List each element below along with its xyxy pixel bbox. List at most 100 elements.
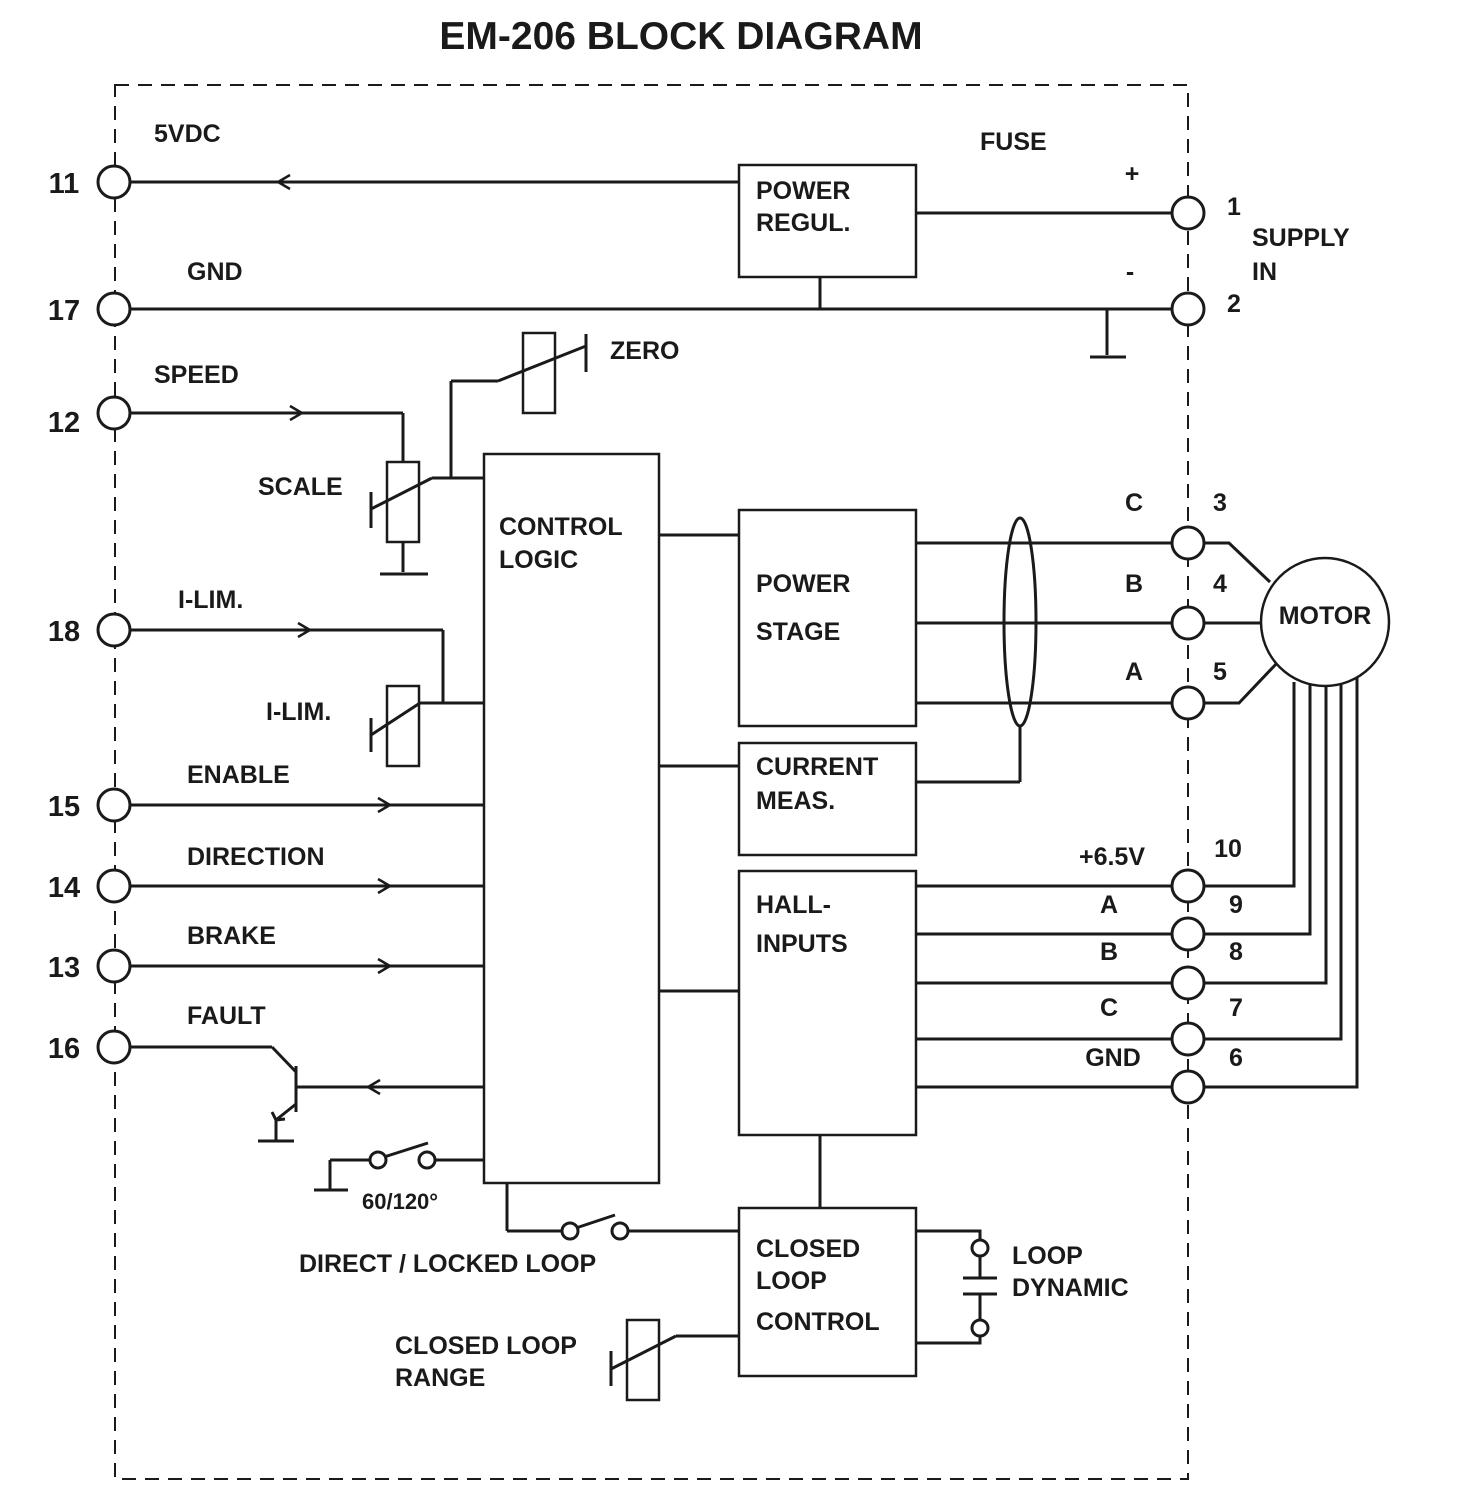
power-regul-label-2: REGUL. (756, 209, 850, 237)
closed-loop-label-2: LOOP (756, 1267, 827, 1295)
control-logic-label-1: CONTROL (499, 513, 623, 541)
label-scale: SCALE (258, 473, 343, 501)
label-phase-b: B (1125, 570, 1143, 598)
pin-number-16: 16 (48, 1033, 80, 1065)
pin-number-14: 14 (48, 872, 80, 904)
pin-number-8: 8 (1229, 938, 1243, 966)
pin-number-13: 13 (48, 952, 80, 984)
terminal-10 (1170, 868, 1206, 904)
left-pin-labels: 11 5VDC 17 GND 12 SPEED 18 I-LIM. 15 ENA… (48, 120, 325, 1065)
closed-loop-label-3: CONTROL (756, 1308, 880, 1336)
hall-inputs-label-2: INPUTS (756, 930, 848, 958)
label-phase-a: A (1125, 658, 1143, 686)
power-regul-label-1: POWER (756, 177, 850, 205)
label-dynamic: DYNAMIC (1012, 1274, 1129, 1302)
terminal-17 (96, 291, 132, 327)
module-boundary (114, 84, 1189, 1480)
hall-inputs-block: HALL- INPUTS (737, 869, 918, 1137)
scale-potentiometer (369, 460, 433, 544)
annotations: FUSE SUPPLY IN ZERO SCALE I-LIM. 60/120°… (258, 128, 1350, 1392)
pin-number-7: 7 (1229, 994, 1243, 1022)
label-supply-minus: - (1126, 258, 1134, 286)
pin-number-3: 3 (1213, 489, 1227, 517)
label-direct-locked-loop: DIRECT / LOCKED LOOP (299, 1250, 596, 1278)
terminal-6 (1170, 1069, 1206, 1105)
terminal-11 (96, 164, 132, 200)
pin-number-6: 6 (1229, 1044, 1243, 1072)
label-closed-loop-range-1: CLOSED LOOP (395, 1332, 577, 1360)
power-stage-label-1: POWER (756, 570, 850, 598)
label-fault: FAULT (187, 1002, 266, 1030)
hall-inputs-label-1: HALL- (756, 891, 831, 919)
terminal-14 (96, 868, 132, 904)
label-supply: SUPPLY (1252, 224, 1350, 252)
current-meas-label-1: CURRENT (756, 753, 878, 781)
label-enable: ENABLE (187, 761, 290, 789)
terminal-18 (96, 612, 132, 648)
pin-number-17: 17 (48, 295, 80, 327)
closed-loop-range-potentiometer (609, 1318, 677, 1402)
left-terminals (96, 164, 132, 1065)
terminal-7 (1170, 1021, 1206, 1057)
terminal-3 (1170, 525, 1206, 561)
label-gnd: GND (187, 258, 243, 286)
switch-contact (560, 1221, 580, 1241)
closed-loop-control-block: CLOSED LOOP CONTROL (737, 1206, 918, 1378)
pin-number-1: 1 (1227, 193, 1241, 221)
switch-contact (417, 1150, 437, 1170)
pin-number-12: 12 (48, 407, 80, 439)
terminal-15 (96, 787, 132, 823)
terminal-12 (96, 395, 132, 431)
label-hall-gnd: GND (1085, 1044, 1141, 1072)
pin-number-15: 15 (48, 791, 80, 823)
zero-potentiometer (497, 331, 588, 415)
switch-contact (970, 1238, 990, 1258)
right-terminals (1170, 195, 1206, 1105)
label-loop: LOOP (1012, 1242, 1083, 1270)
terminal-8 (1170, 965, 1206, 1001)
control-logic-label-2: LOGIC (499, 546, 578, 574)
pin-number-4: 4 (1213, 570, 1227, 598)
motor-label: MOTOR (1279, 602, 1372, 630)
label-ilim-input: I-LIM. (178, 586, 243, 614)
label-ilim-pot: I-LIM. (266, 698, 331, 726)
label-hall-c: C (1100, 994, 1118, 1022)
label-hall-supply: +6.5V (1079, 843, 1145, 871)
pin-number-11: 11 (49, 168, 80, 200)
label-direction: DIRECTION (187, 843, 325, 871)
terminal-16 (96, 1029, 132, 1065)
pin-number-18: 18 (48, 616, 80, 648)
terminal-5 (1170, 685, 1206, 721)
terminal-2 (1170, 291, 1206, 327)
label-closed-loop-range-2: RANGE (395, 1364, 485, 1392)
terminal-1 (1170, 195, 1206, 231)
pin-number-5: 5 (1213, 658, 1227, 686)
power-regulator-block: POWER REGUL. (737, 163, 918, 279)
terminal-13 (96, 948, 132, 984)
pin-number-9: 9 (1229, 891, 1243, 919)
label-hall-a: A (1100, 891, 1118, 919)
label-supply-plus: + (1125, 160, 1140, 188)
current-meas-block: CURRENT MEAS. (737, 741, 918, 857)
label-5vdc: 5VDC (154, 120, 221, 148)
label-phase-c: C (1125, 489, 1143, 517)
switch-contact (610, 1221, 630, 1241)
label-hall-b: B (1100, 938, 1118, 966)
power-stage-label-2: STAGE (756, 618, 840, 646)
pin-number-2: 2 (1227, 290, 1241, 318)
switch-contact (970, 1318, 990, 1338)
ilim-potentiometer (369, 684, 421, 768)
wiring (130, 173, 1359, 1345)
label-hall-mode: 60/120° (362, 1189, 438, 1214)
switch-contact (368, 1150, 388, 1170)
control-logic-block: CONTROL LOGIC (482, 452, 661, 1185)
label-speed: SPEED (154, 361, 239, 389)
diagram-title: EM-206 BLOCK DIAGRAM (439, 15, 922, 58)
terminal-4 (1170, 605, 1206, 641)
power-stage-block: POWER STAGE (737, 508, 918, 728)
pin-number-10: 10 (1214, 835, 1242, 863)
right-pin-labels: 1 + 2 - 3 C 4 B 5 A 10 +6.5V 9 A 8 B 7 C… (1079, 160, 1243, 1072)
terminal-9 (1170, 916, 1206, 952)
label-fuse: FUSE (980, 128, 1047, 156)
